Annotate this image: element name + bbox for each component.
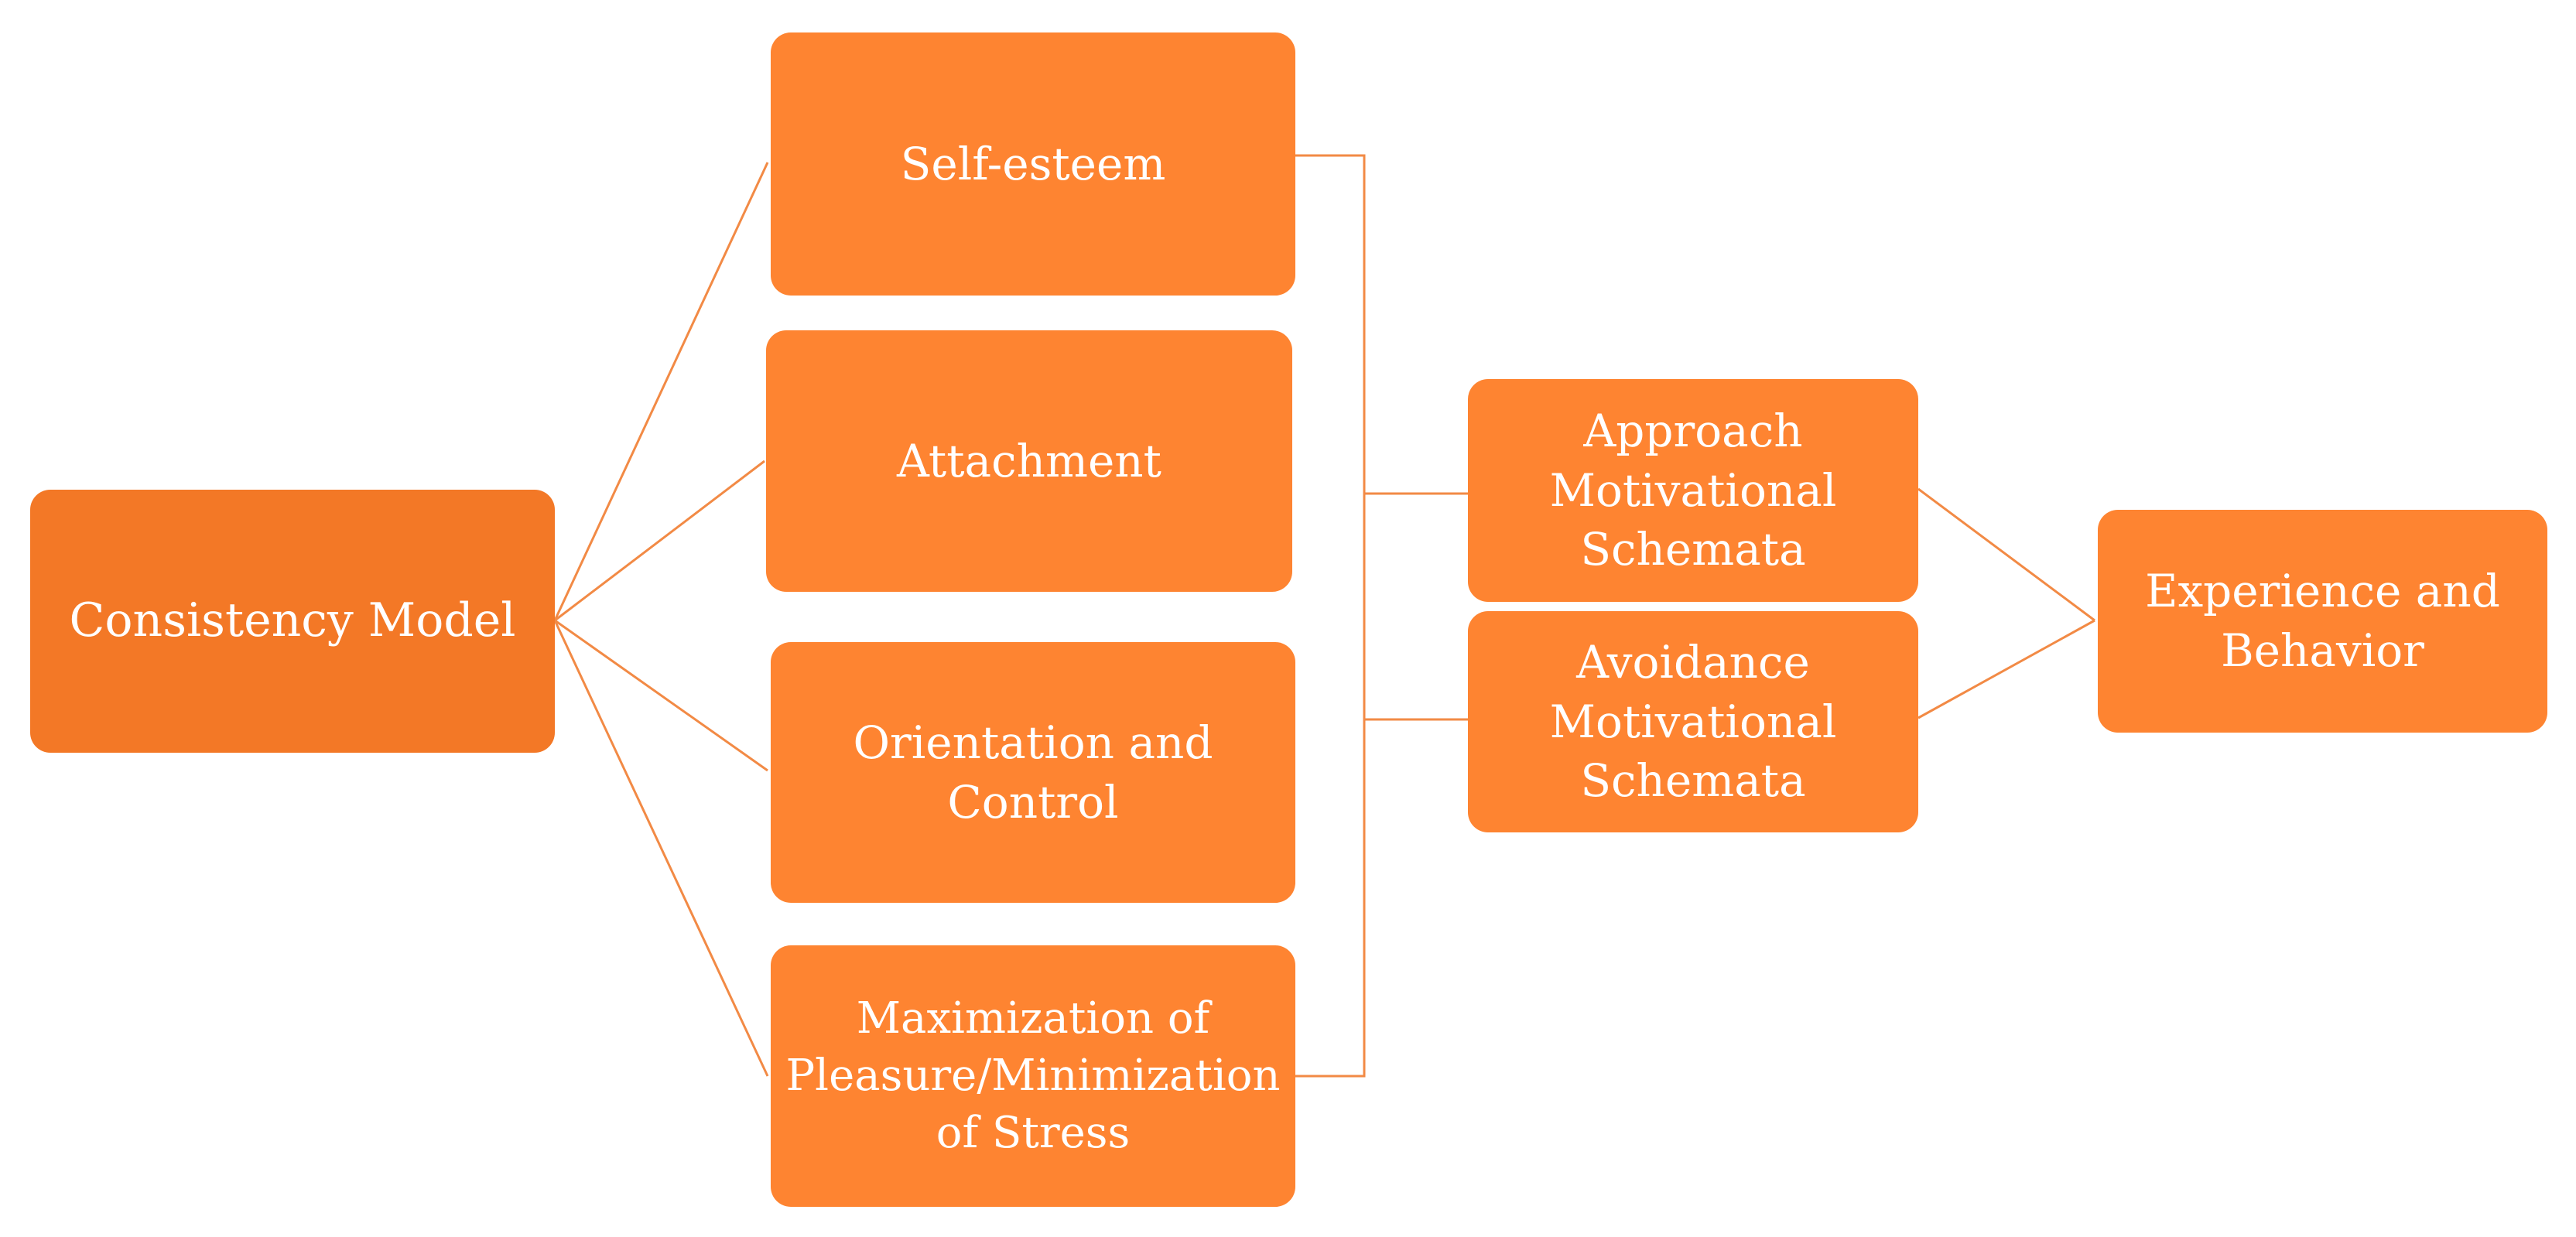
node-avoidance-motivational-schemata-label: Avoidance Motivational Schemata xyxy=(1549,636,1837,808)
node-approach-motivational-schemata: Approach Motivational Schemata xyxy=(1468,379,1918,602)
node-consistency-model: Consistency Model xyxy=(30,490,555,753)
node-maximization-of-pleasure-label: Maximization of Pleasure/Minimization of… xyxy=(785,993,1281,1158)
node-maximization-of-pleasure: Maximization of Pleasure/Minimization of… xyxy=(771,945,1295,1207)
connector-root-to-pleasure xyxy=(553,620,769,1077)
node-approach-motivational-schemata-label: Approach Motivational Schemata xyxy=(1549,405,1837,576)
node-orientation-and-control: Orientation and Control xyxy=(771,642,1295,903)
connector-root-to-attachment xyxy=(554,460,765,622)
bracket-pleasure xyxy=(1295,719,1366,1078)
node-self-esteem: Self-esteem xyxy=(771,32,1295,296)
bracket-self-esteem xyxy=(1295,154,1366,494)
node-experience-and-behavior: Experience and Behavior xyxy=(2098,510,2547,733)
connector-root-to-self-esteem xyxy=(553,162,769,621)
node-attachment: Attachment xyxy=(766,330,1292,592)
node-self-esteem-label: Self-esteem xyxy=(900,137,1166,190)
connector-approach-to-outcome xyxy=(1917,487,2095,622)
node-orientation-and-control-label: Orientation and Control xyxy=(853,716,1213,829)
node-experience-and-behavior-label: Experience and Behavior xyxy=(2145,565,2500,677)
node-consistency-model-label: Consistency Model xyxy=(69,593,516,648)
connector-avoidance-to-outcome xyxy=(1917,619,2095,719)
node-attachment-label: Attachment xyxy=(897,434,1161,487)
node-avoidance-motivational-schemata: Avoidance Motivational Schemata xyxy=(1468,611,1918,832)
connector-root-to-orientation xyxy=(554,619,768,772)
